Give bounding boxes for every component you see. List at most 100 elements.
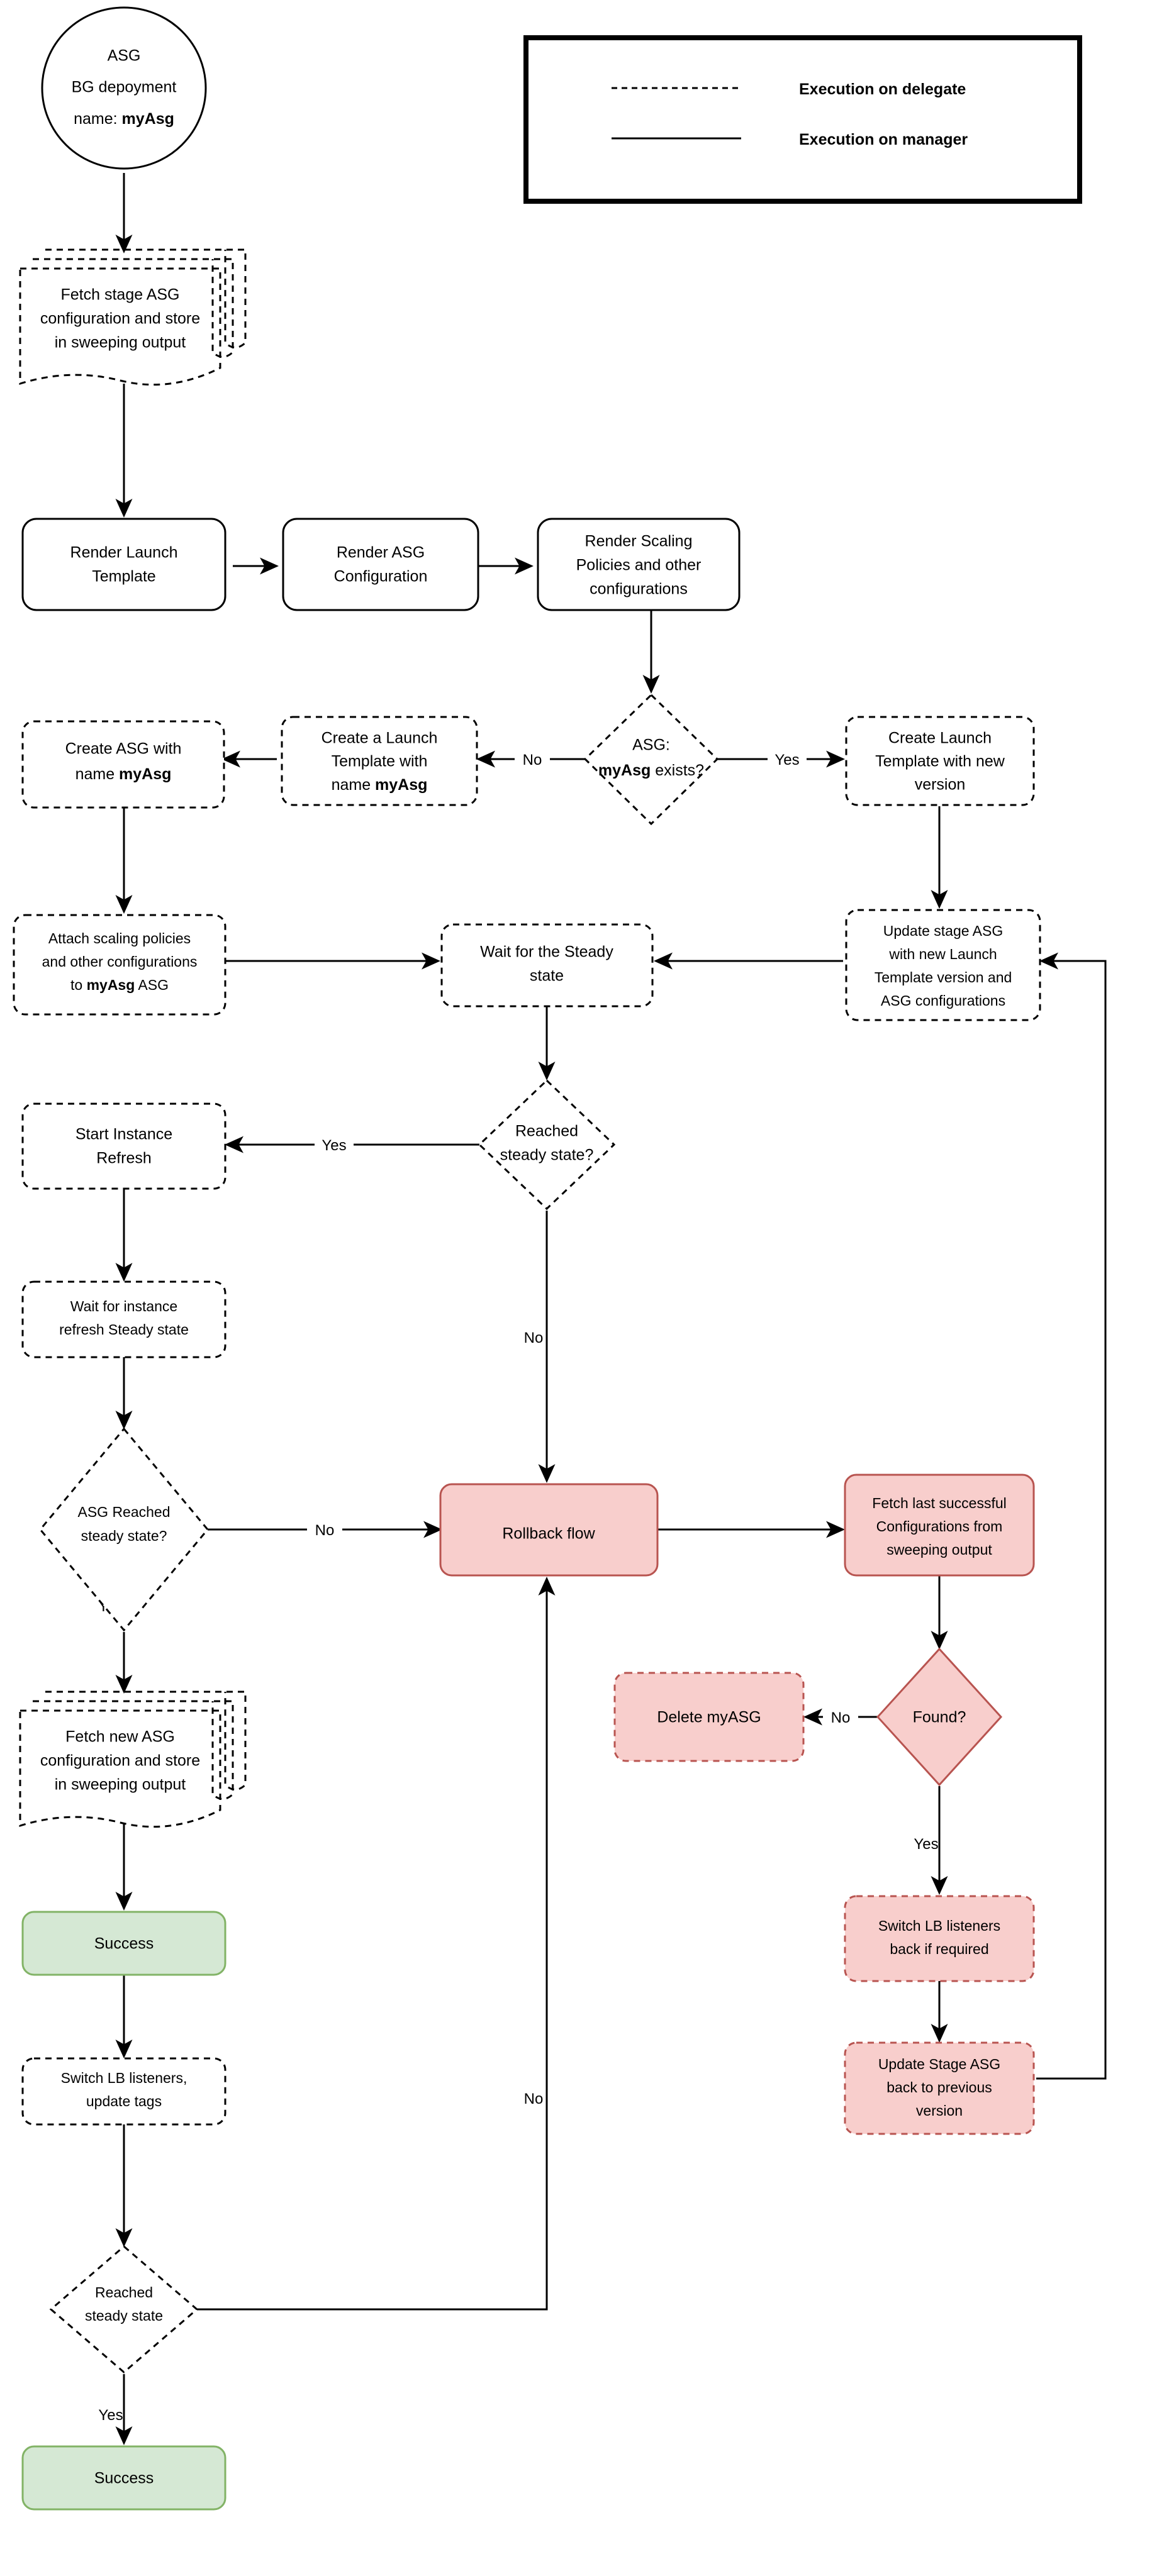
switch-lb-update-tags-rect — [21, 2057, 226, 2126]
asgr-line1: ASG Reached — [77, 1504, 170, 1520]
bottom-steady-line2: steady state — [85, 2307, 163, 2324]
fetch-last-line1: Fetch last successful — [872, 1495, 1006, 1511]
success-2-label: Success — [94, 2470, 154, 2487]
attach-scaling-line1: Attach scaling policies — [48, 930, 191, 947]
reached-steady-line2: steady state? — [500, 1146, 594, 1164]
edge-label-asg-steady-no: No — [315, 1522, 335, 1539]
fetch-last-line3: sweeping output — [886, 1541, 992, 1558]
clt-new-line3: version — [915, 776, 966, 794]
edge-label-found-no: No — [831, 1709, 851, 1726]
node-rollback-flow[interactable]: Rollback flow — [439, 1483, 659, 1577]
wait-instance-refresh-rect — [21, 1280, 226, 1358]
edge-label-steady-yes: Yes — [322, 1137, 346, 1154]
node-attach-scaling-policies[interactable]: Attach scaling policies and other config… — [13, 914, 226, 1016]
edge-label-exists-yes: Yes — [775, 752, 799, 769]
sir-line1: Start Instance — [75, 1126, 172, 1143]
node-asg-exists-decision[interactable]: ASG: myAsg exists? — [583, 693, 719, 826]
node-create-launch-template-named[interactable]: Create a Launch Template with name myAsg — [281, 716, 478, 806]
attach-scaling-rect — [13, 914, 226, 1016]
node-wait-for-steady-state[interactable]: Wait for the Steady state — [440, 923, 654, 1008]
render-asg-rect — [282, 518, 479, 611]
node-reached-steady-state-decision[interactable]: Reached steady state? — [478, 1079, 616, 1211]
start-line3: name: myAsg — [74, 110, 174, 128]
fetch-new-line1: Fetch new ASG — [65, 1728, 175, 1746]
node-success-2[interactable]: Success — [21, 2445, 226, 2511]
edge-updateback-loop — [1036, 952, 1107, 2080]
found-diamond — [876, 1647, 1003, 1787]
node-reached-steady-state-bottom[interactable]: Reached steady state — [49, 2245, 199, 2373]
node-switch-lb-listeners-back[interactable]: Switch LB listeners back if required — [844, 1895, 1035, 1982]
switch-lb-back-rect — [844, 1895, 1035, 1982]
update-back-line2: back to previous — [886, 2079, 992, 2096]
clt-named-rect — [281, 716, 478, 806]
node-fetch-new-asg-config[interactable]: Fetch new ASG configuration and store in… — [19, 1690, 247, 1828]
clt-new-rect — [845, 716, 1035, 806]
node-switch-lb-update-tags[interactable]: Switch LB listeners, update tags — [21, 2057, 226, 2126]
clt-named-line3: name myAsg — [332, 776, 428, 794]
node-success-1[interactable]: Success — [21, 1911, 226, 1976]
node-found-decision[interactable]: Found? — [876, 1647, 1003, 1787]
legend-manager-label: Execution on manager — [799, 131, 968, 148]
node-wait-instance-refresh[interactable]: Wait for instance refresh Steady state — [21, 1280, 226, 1358]
node-start-instance-refresh[interactable]: Start Instance Refresh — [21, 1102, 226, 1190]
fetch-new-doc-front — [19, 1709, 221, 1828]
asgr-line2: steady state? — [81, 1528, 167, 1544]
update-stage-line2: with new Launch — [888, 946, 997, 962]
attach-scaling-line2: and other configurations — [42, 953, 198, 970]
render-scaling-rect — [537, 518, 741, 611]
reached-steady-diamond — [478, 1079, 616, 1211]
legend: Execution on delegate Execution on manag… — [523, 35, 1082, 204]
asg-exists-line1: ASG: — [632, 736, 670, 754]
render-asg-line2: Configuration — [334, 568, 428, 586]
legend-delegate-label: Execution on delegate — [799, 80, 966, 98]
node-fetch-last-successful-configs[interactable]: Fetch last successful Configurations fro… — [844, 1474, 1035, 1577]
update-back-line3: version — [916, 2102, 963, 2119]
edge-label-bottom-yes: Yes — [98, 2407, 123, 2424]
fetch-last-line2: Configurations from — [876, 1518, 1003, 1535]
render-lt-rect — [21, 518, 226, 611]
wait-steady-line1: Wait for the Steady — [480, 943, 613, 961]
success-2-rect — [21, 2445, 226, 2511]
delete-myasg-rect — [613, 1672, 805, 1762]
edge-label-exists-no: No — [523, 752, 542, 769]
switch-lb-tags-line1: Switch LB listeners, — [61, 2070, 187, 2086]
bottom-steady-diamond — [49, 2245, 199, 2373]
node-fetch-stage-asg[interactable]: Fetch stage ASG configuration and store … — [19, 248, 247, 386]
fetch-stage-line1: Fetch stage ASG — [61, 286, 180, 304]
success-1-label: Success — [94, 1935, 154, 1953]
start-line1: ASG — [108, 47, 141, 65]
delete-myasg-label: Delete myASG — [657, 1709, 761, 1726]
fetch-new-line3: in sweeping output — [55, 1776, 186, 1794]
attach-scaling-line3: to myAsg ASG — [70, 977, 169, 993]
render-scaling-line2: Policies and other — [576, 557, 702, 574]
start-instance-refresh-rect — [21, 1102, 226, 1190]
legend-box — [523, 35, 1082, 204]
fetch-stage-line3: in sweeping output — [55, 334, 186, 352]
node-render-scaling-policies[interactable]: Render Scaling Policies and other config… — [537, 518, 741, 611]
rollback-flow-rect — [439, 1483, 659, 1577]
success-1-rect — [21, 1911, 226, 1976]
fetch-stage-line2: configuration and store — [40, 310, 200, 328]
render-scaling-line1: Render Scaling — [585, 533, 693, 550]
clt-new-line1: Create Launch — [888, 730, 992, 747]
node-delete-myasg[interactable]: Delete myASG — [613, 1672, 805, 1762]
bottom-steady-line1: Reached — [95, 2284, 153, 2301]
update-stage-line3: Template version and — [875, 969, 1012, 985]
switch-lb-back-line1: Switch LB listeners — [878, 1918, 1000, 1934]
start-ellipse — [41, 6, 207, 170]
node-create-launch-template-new-version[interactable]: Create Launch Template with new version — [845, 716, 1035, 806]
node-start[interactable]: ASG BG depoyment name: myAsg — [41, 6, 207, 170]
clt-named-line1: Create a Launch — [322, 730, 438, 747]
node-render-launch-template[interactable]: Render Launch Template — [21, 518, 226, 611]
wir-line1: Wait for instance — [70, 1298, 177, 1314]
node-create-asg[interactable]: Create ASG with name myAsg — [21, 720, 225, 809]
fetch-stage-doc-front — [19, 267, 221, 386]
fetch-last-rect — [844, 1474, 1035, 1577]
clt-new-line2: Template with new — [875, 753, 1005, 770]
edge-label-steady-no: No — [524, 1330, 544, 1346]
node-asg-reached-steady-decision[interactable]: ASG Reached steady state? — [39, 1427, 209, 1632]
rollback-flow-label: Rollback flow — [502, 1525, 595, 1543]
node-update-stage-asg-back[interactable]: Update Stage ASG back to previous versio… — [844, 2041, 1035, 2135]
node-render-asg-configuration[interactable]: Render ASG Configuration — [282, 518, 479, 611]
node-update-stage-asg[interactable]: Update stage ASG with new Launch Templat… — [845, 909, 1041, 1021]
